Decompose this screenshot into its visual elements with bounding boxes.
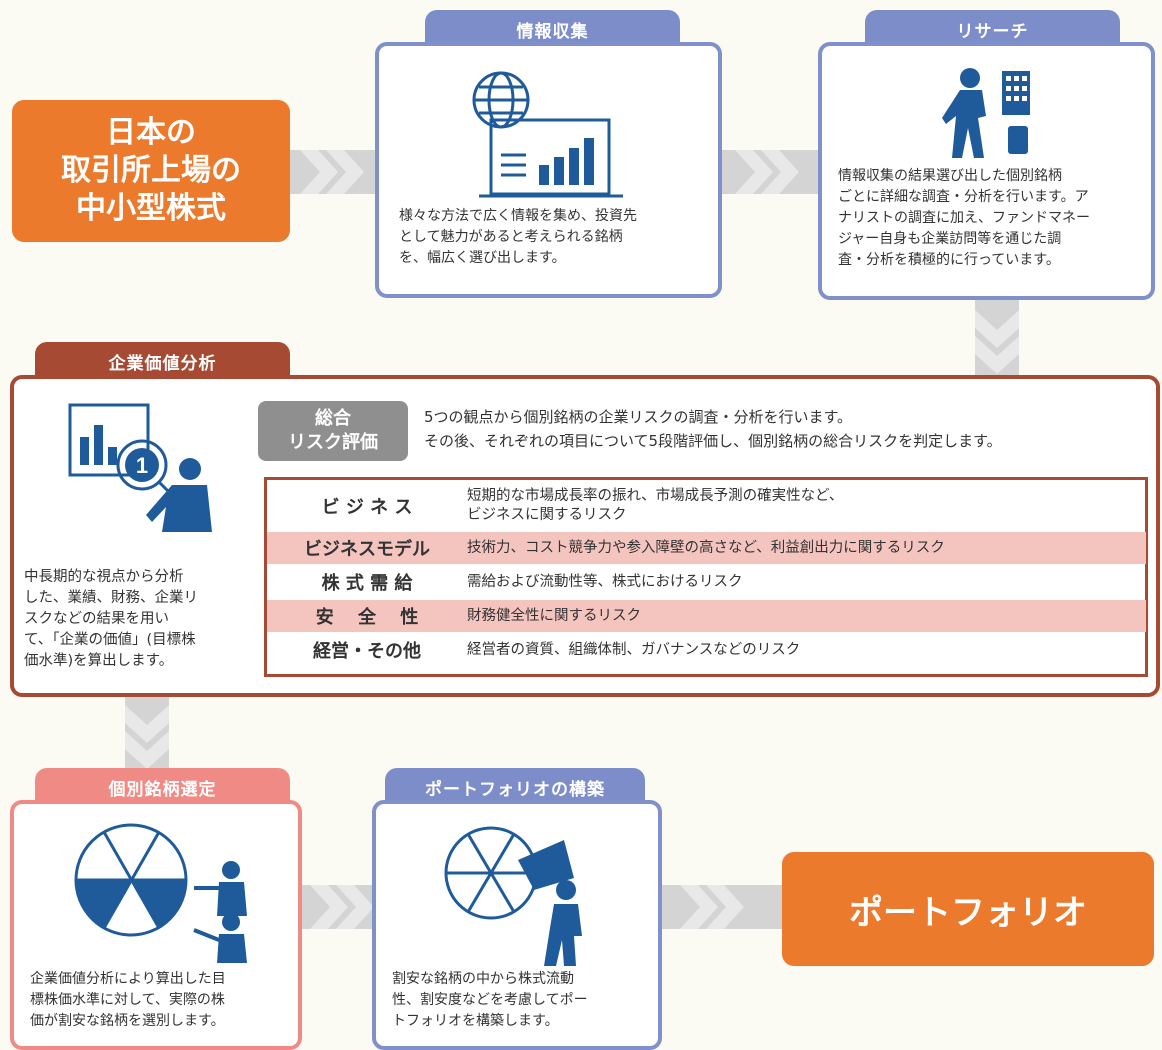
risk-intro: 5つの観点から個別銘柄の企業リスクの調査・分析を行います。 その後、それぞれの項… — [424, 405, 1002, 453]
desc-line: 企業価値分析により算出した目 — [30, 971, 226, 987]
card-stock-selection: 企業価値分析により算出した目 標株価水準に対して、実際の株 価が割安な銘柄を選別… — [10, 800, 302, 1050]
valuation-description: 中長期的な視点から分析 した、業績、財務、企業リ スクなどの結果を用い て、「企… — [24, 567, 198, 672]
pie-people-icon — [74, 823, 247, 963]
risk-row: 経営・その他 経営者の資質、組織体制、ガバナンスなどのリスク — [267, 634, 1146, 666]
desc-line: ごとに詳細な調査・分析を行います。ア — [838, 189, 1089, 205]
risk-table: ビ ジ ネ ス 短期的な市場成長率の振れ、市場成長予測の確実性など、ビジネスに関… — [264, 477, 1148, 677]
start-line: 中小型株式 — [76, 191, 226, 226]
desc-line: した、業績、財務、企業リ — [24, 590, 198, 606]
svg-text:1: 1 — [136, 453, 148, 478]
card-valuation: 1 中長期的な視点から分析 した、業績、財務、企業リ スクなどの結果を用い て、… — [10, 375, 1160, 697]
tab-label: リサーチ — [956, 21, 1029, 42]
risk-text: 需給および流動性等、株式におけるリスク — [467, 573, 743, 590]
desc-line: トフォリオを構築します。 — [392, 1013, 559, 1029]
analysis-person-icon: 1 — [68, 403, 212, 532]
desc-line: ジャー自身も企業訪問等を通じた調 — [838, 231, 1062, 247]
desc-line: として魅力があると考えられる銘柄 — [399, 229, 623, 245]
risk-text-line: ビジネスに関するリスク — [467, 507, 627, 523]
person-building-icon — [942, 68, 1030, 158]
badge-line: 総合 — [315, 408, 351, 429]
risk-label: ビ ジ ネ ス — [321, 497, 413, 518]
info-description: 様々な方法で広く情報を集め、投資先 として魅力があると考えられる銘柄 を、幅広く… — [399, 206, 637, 269]
end-label: ポートフォリオ — [849, 892, 1087, 933]
tab-info-collection: 情報収集 — [425, 10, 680, 48]
risk-text: 財務健全性に関するリスク — [467, 607, 641, 624]
desc-line: 価が割安な銘柄を選別します。 — [30, 1013, 225, 1029]
intro-line: その後、それぞれの項目について5段階評価し、個別銘柄の総合リスクを判定します。 — [424, 432, 1002, 450]
tab-research: リサーチ — [865, 10, 1120, 48]
selection-description: 企業価値分析により算出した目 標株価水準に対して、実際の株 価が割安な銘柄を選別… — [30, 969, 226, 1032]
end-box: ポートフォリオ — [782, 852, 1154, 966]
risk-label: 経営・その他 — [313, 641, 421, 662]
risk-row: ビ ジ ネ ス 短期的な市場成長率の振れ、市場成長予測の確実性など、ビジネスに関… — [267, 482, 1146, 530]
card-research: 情報収集の結果選び出した個別銘柄 ごとに詳細な調査・分析を行います。ア ナリスト… — [818, 42, 1155, 300]
risk-label: 安 全 性 — [315, 607, 419, 628]
risk-row: 安 全 性 財務健全性に関するリスク — [267, 600, 1146, 632]
desc-line: を、幅広く選び出します。 — [399, 250, 566, 266]
tab-stock-selection: 個別銘柄選定 — [35, 768, 290, 806]
start-line: 取引所上場の — [61, 153, 241, 188]
tab-portfolio-construction: ポートフォリオの構築 — [385, 768, 645, 806]
globe-chart-icon — [472, 71, 623, 198]
start-box: 日本の 取引所上場の 中小型株式 — [12, 100, 290, 242]
tab-valuation: 企業価値分析 — [35, 342, 290, 380]
card-portfolio-construction: 割安な銘柄の中から株式流動 性、割安度などを考慮してポー トフォリオを構築します… — [372, 800, 662, 1050]
desc-line: 査・分析を積極的に行っています。 — [838, 252, 1060, 268]
tab-label: 企業価値分析 — [108, 353, 217, 374]
desc-line: 情報収集の結果選び出した個別銘柄 — [838, 168, 1062, 184]
pie-person-icon — [444, 826, 582, 966]
start-line: 日本の — [106, 115, 196, 150]
risk-text: 経営者の資質、組織体制、ガバナンスなどのリスク — [467, 641, 801, 658]
tab-label: 個別銘柄選定 — [108, 779, 217, 800]
desc-line: て、「企業の価値」(目標株 — [24, 632, 196, 648]
risk-label: 株 式 需 給 — [321, 573, 413, 594]
desc-line: 様々な方法で広く情報を集め、投資先 — [399, 208, 637, 224]
desc-line: 割安な銘柄の中から株式流動 — [392, 971, 574, 987]
badge-line: リスク評価 — [288, 432, 378, 453]
intro-line: 5つの観点から個別銘柄の企業リスクの調査・分析を行います。 — [424, 408, 853, 426]
risk-text: 技術力、コスト競争力や参入障壁の高さなど、利益創出力に関するリスク — [467, 539, 945, 556]
desc-line: 価水準)を算出します。 — [24, 653, 174, 669]
risk-text: 短期的な市場成長率の振れ、市場成長予測の確実性など、ビジネスに関するリスク — [467, 487, 843, 525]
desc-line: スクなどの結果を用い — [24, 611, 169, 627]
research-description: 情報収集の結果選び出した個別銘柄 ごとに詳細な調査・分析を行います。ア ナリスト… — [838, 166, 1090, 271]
risk-row: ビジネスモデル 技術力、コスト競争力や参入障壁の高さなど、利益創出力に関するリス… — [267, 532, 1146, 564]
risk-text-line: 短期的な市場成長率の振れ、市場成長予測の確実性など、 — [467, 488, 844, 504]
risk-row: 株 式 需 給 需給および流動性等、株式におけるリスク — [267, 566, 1146, 598]
desc-line: 標株価水準に対して、実際の株 — [30, 992, 225, 1008]
build-description: 割安な銘柄の中から株式流動 性、割安度などを考慮してポー トフォリオを構築します… — [392, 969, 588, 1032]
tab-label: ポートフォリオの構築 — [425, 779, 605, 800]
desc-line: 中長期的な視点から分析 — [24, 569, 184, 585]
card-info-collection: 様々な方法で広く情報を集め、投資先 として魅力があると考えられる銘柄 を、幅広く… — [375, 42, 722, 298]
tab-label: 情報収集 — [516, 21, 589, 42]
risk-badge: 総合 リスク評価 — [258, 401, 408, 461]
risk-label: ビジネスモデル — [304, 539, 430, 560]
desc-line: 性、割安度などを考慮してポー — [392, 992, 588, 1008]
desc-line: ナリストの調査に加え、ファンドマネー — [838, 210, 1090, 226]
